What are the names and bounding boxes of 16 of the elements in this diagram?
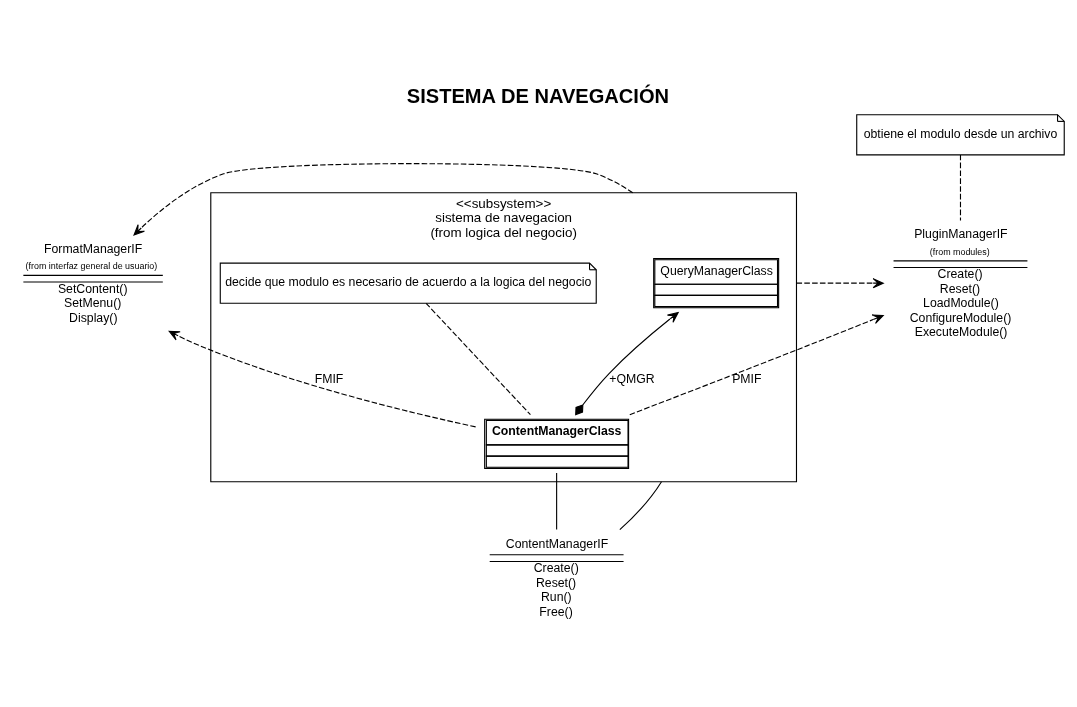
node-text: FormatManagerIF (from interfaz general de usuario) SetContent() SetMenu() Display() (25, 241, 158, 325)
edge-label: FMIF (314, 371, 344, 386)
connector (425, 302, 531, 415)
arrow (168, 330, 477, 427)
arrow (575, 311, 679, 415)
connector (619, 480, 663, 530)
arrow (133, 162, 634, 236)
node-text: ContentManagerIF Create() Reset() Run() Free() (505, 536, 609, 619)
edge-label: +QMGR (609, 371, 655, 386)
node-text: PluginManagerIF (from modules) Create() Reset() LoadModule() ConfigureModule() ExecuteModule() (909, 226, 1012, 339)
edge-label: PMIF (732, 371, 762, 386)
arrow (629, 314, 884, 415)
connector (556, 472, 558, 530)
connector (959, 153, 962, 221)
diagram-title: SISTEMA DE NAVEGACIÓN (406, 84, 670, 107)
arrow (795, 277, 884, 288)
